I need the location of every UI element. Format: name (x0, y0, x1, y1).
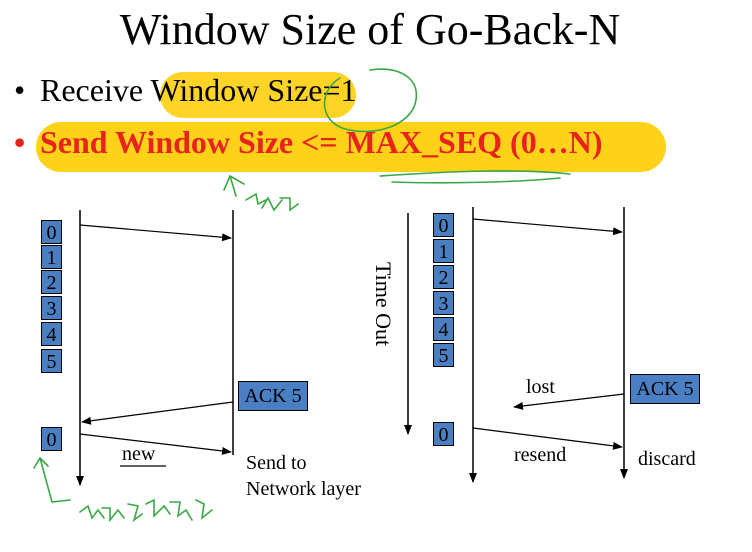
left-frame-0: 0 (41, 220, 62, 244)
left-new-frame: 0 (41, 427, 62, 451)
bullet-send-window: • Send Window Size <= MAX_SEQ (0…N) (14, 124, 602, 161)
dest-label-line1: Send to (246, 452, 307, 474)
right-frame-2: 2 (433, 265, 454, 289)
bullet-marker: • (14, 124, 26, 160)
right-lost-arrow (513, 393, 625, 410)
highlight-receive (160, 72, 356, 118)
left-frame-1: 1 (41, 245, 62, 269)
left-frame-4: 4 (41, 322, 62, 346)
discard-label: discard (638, 448, 696, 470)
bullet-text: Send Window Size <= MAX_SEQ (0…N) (40, 124, 603, 160)
bullet-text: Receive Window Size=1 (40, 72, 357, 108)
dest-label-line2: Network layer (246, 478, 361, 500)
right-frame-4: 4 (433, 317, 454, 341)
right-ack-box: ACK 5 (630, 374, 700, 404)
bullet-receive-window: • Receive Window Size=1 (14, 72, 357, 109)
left-frame-5: 5 (41, 349, 62, 373)
page-title: Window Size of Go-Back-N (119, 5, 621, 54)
left-ack-arrow (81, 401, 234, 425)
handwritten-annotations (33, 68, 571, 523)
timeout-label: Time Out (368, 262, 402, 372)
left-frame-3: 3 (41, 296, 62, 320)
right-frame-5: 5 (433, 343, 454, 367)
new-label: new (122, 443, 156, 465)
right-resend-frame: 0 (433, 422, 454, 446)
right-frame-arrow (472, 218, 623, 236)
bullet-marker: • (14, 72, 26, 108)
timeout-text: Time Out (371, 262, 396, 347)
left-new-arrow (79, 433, 232, 455)
left-frame-arrow (79, 224, 232, 242)
left-ack-box: ACK 5 (238, 381, 308, 411)
right-frame-3: 3 (433, 291, 454, 315)
resend-label: resend (514, 444, 567, 466)
left-frame-2: 2 (41, 270, 62, 294)
right-frame-0: 0 (433, 213, 454, 237)
right-frame-1: 1 (433, 239, 454, 263)
right-resend-arrow (472, 427, 623, 450)
lost-label: lost (526, 376, 555, 398)
